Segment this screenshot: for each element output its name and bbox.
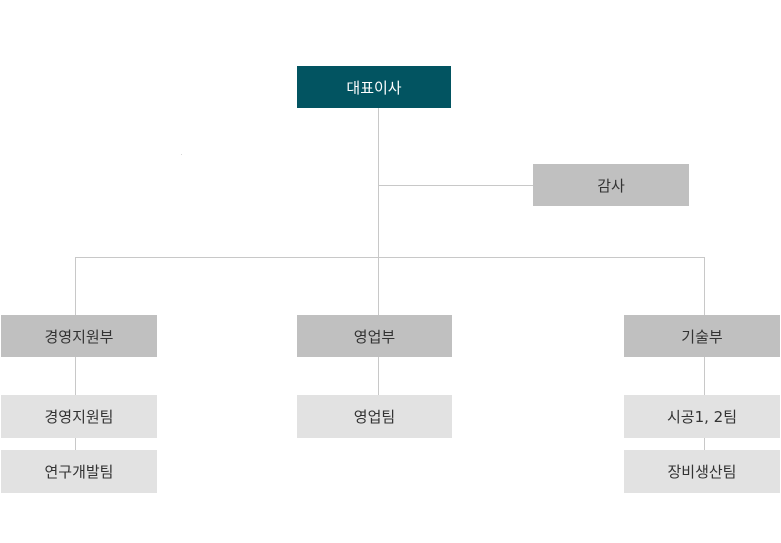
connector-dept-left-drop	[75, 257, 76, 316]
department-management-support: 경영지원부	[1, 315, 157, 357]
department-sales: 영업부	[297, 315, 452, 357]
team-sales: 영업팀	[297, 395, 452, 438]
stray-dot	[181, 154, 182, 155]
audit-box: 감사	[533, 164, 689, 206]
connector-dept-right-drop	[704, 257, 705, 316]
connector-departments-horizontal	[75, 257, 705, 258]
connector-ceo-trunk	[378, 108, 379, 316]
team-equipment-production: 장비생산팀	[624, 450, 780, 493]
connector-team-middle	[378, 357, 379, 395]
team-construction-1-2: 시공1, 2팀	[624, 395, 780, 438]
team-management-support: 경영지원팀	[1, 395, 157, 438]
connector-audit-branch	[378, 185, 533, 186]
department-technical: 기술부	[624, 315, 780, 357]
ceo-box: 대표이사	[297, 66, 451, 108]
team-research-development: 연구개발팀	[1, 450, 157, 493]
